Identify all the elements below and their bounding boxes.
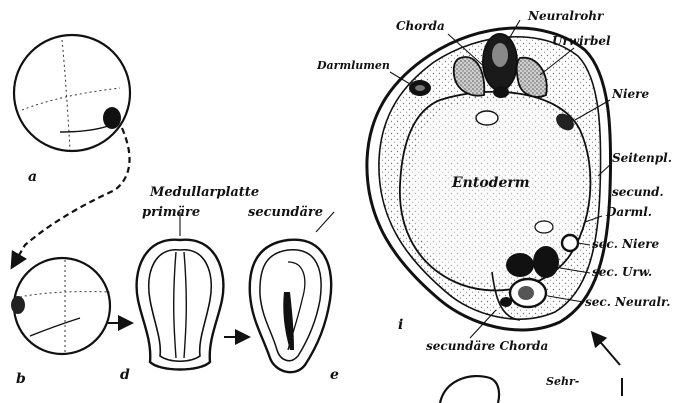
sec-kidney xyxy=(562,235,578,251)
label-neuralrohr: Neuralrohr xyxy=(528,10,603,22)
neural-plate-d xyxy=(137,240,224,370)
label-secundare-chorda: secundäre Chorda xyxy=(426,340,548,352)
label-niere: Niere xyxy=(612,88,649,100)
egg-b xyxy=(11,258,110,354)
label-medullarplatte: Medullarplatte xyxy=(150,186,259,199)
label-sec-niere: sec. Niere xyxy=(592,238,659,250)
eye-outline xyxy=(440,376,499,403)
label-darml: Darml. xyxy=(606,206,652,218)
label-chorda: Chorda xyxy=(396,20,445,32)
label-secundare: secundäre xyxy=(248,206,323,219)
label-urwirbel: Urwirbel xyxy=(552,35,611,47)
label-darmlumen: Darmlumen xyxy=(317,60,390,71)
label-sec-neuralr: sec. Neuralr. xyxy=(585,296,670,308)
egg-a xyxy=(14,35,130,151)
label-a: a xyxy=(28,170,37,184)
chorda xyxy=(493,86,509,98)
sec-somite-1 xyxy=(506,253,534,277)
blastopore-a xyxy=(103,107,121,129)
neural-plate-e xyxy=(250,240,331,373)
label-seitenpl: Seitenpl. xyxy=(612,152,672,164)
label-secund: secund. xyxy=(612,186,664,198)
label-sec-urw: sec. Urw. xyxy=(592,266,652,278)
sec-somite-2 xyxy=(533,246,559,278)
pointer-arrow xyxy=(596,337,620,365)
transition-arrow-a-b xyxy=(15,128,130,262)
blastopore-b xyxy=(11,296,25,314)
label-sehr: Sehr- xyxy=(546,376,579,387)
label-primare: primäre xyxy=(142,206,200,219)
label-i: i xyxy=(398,318,403,332)
sec-chorda xyxy=(500,297,512,307)
label-b: b xyxy=(16,372,26,386)
label-e: e xyxy=(330,368,339,382)
label-entoderm: Entoderm xyxy=(452,176,530,190)
label-d: d xyxy=(120,368,130,382)
